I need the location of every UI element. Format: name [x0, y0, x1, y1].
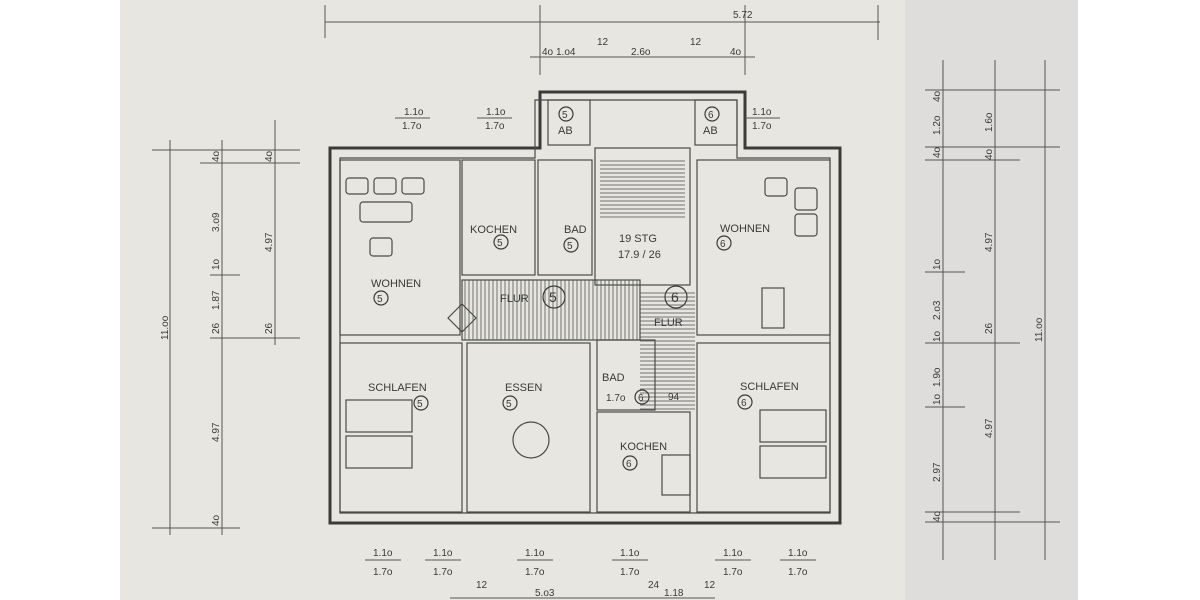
dim-label: 4o	[984, 148, 995, 160]
dim-label: 2.6o	[631, 47, 651, 58]
room-ab-5: AB	[558, 125, 573, 137]
dim-label: 1.7o	[433, 567, 453, 578]
unit-number: 5	[417, 399, 423, 410]
dim-label: 4o	[730, 47, 742, 58]
paper-fold	[905, 0, 1078, 600]
room-bad-5: BAD	[564, 224, 587, 236]
dim-label: 4o	[542, 47, 554, 58]
dim-label: 1.7o	[485, 121, 505, 132]
dim-label: 4.97	[984, 418, 995, 438]
dim-label: 1.1o	[433, 548, 453, 559]
unit-number: 6	[720, 239, 726, 250]
unit-number: 5	[567, 241, 573, 252]
dim-overall-top: 5.72	[733, 10, 753, 21]
building-walls	[328, 90, 842, 525]
room-essen-5: ESSEN	[505, 382, 542, 394]
dim-label: 2.o3	[932, 300, 943, 320]
dim-label: 12	[476, 580, 488, 591]
dim-label: 1.9o	[932, 367, 943, 387]
dim-label: 4o	[264, 150, 275, 162]
dim-label: 1.2o	[932, 115, 943, 135]
dim-label: 1.6o	[984, 112, 995, 132]
room-wohnen-5: WOHNEN	[371, 278, 421, 290]
dim-label: 1.7o	[620, 567, 640, 578]
unit-number: 6	[626, 459, 632, 470]
dim-label: 1.1o	[486, 107, 506, 118]
dim-label: 4.97	[984, 232, 995, 252]
dim-label: 1.1o	[373, 548, 393, 559]
dim-label: 26	[264, 322, 275, 334]
unit-number: 5	[497, 238, 503, 249]
dim-label: 1o	[211, 258, 222, 270]
right-dimensions: 4o 1.2o 4o 1o 2.o3 1o 1.9o 1o 2.97 4o 1.…	[925, 60, 1060, 560]
dim-label: 26	[984, 322, 995, 334]
dim-label: 1.1o	[525, 548, 545, 559]
dim-label: 26	[211, 322, 222, 334]
room-labels: WOHNEN 5 KOCHEN 5 BAD 5 5 AB 6 AB 19 STG…	[368, 106, 799, 471]
unit-number: 6	[671, 289, 679, 305]
dim-label: 1o	[932, 330, 943, 342]
dim-label: 24	[648, 580, 660, 591]
room-kochen-5: KOCHEN	[470, 224, 517, 236]
dim-label: 1o	[932, 258, 943, 270]
room-schlafen-6: SCHLAFEN	[740, 381, 799, 393]
dim-label: 12	[690, 37, 702, 48]
dim-label: 1.18	[664, 588, 684, 599]
dim-label: 2.97	[932, 462, 943, 482]
unit-number: 5	[549, 289, 557, 305]
unit-number: 5	[562, 110, 568, 121]
dim-label: 5.o3	[535, 588, 555, 599]
dim-label: 4.97	[264, 232, 275, 252]
room-ab-6: AB	[703, 125, 718, 137]
dim-label: 1.1o	[404, 107, 424, 118]
dim-label: 11.oo	[1034, 317, 1045, 342]
unit-number: 5	[377, 294, 383, 305]
unit-number: 6	[741, 398, 747, 409]
room-bad-6: BAD	[602, 372, 625, 384]
dim-label: 1.1o	[752, 107, 772, 118]
dim-label: 12	[597, 37, 609, 48]
dim-label: 1.87	[211, 290, 222, 310]
unit-number: 6	[638, 393, 644, 404]
stair-ratio: 17.9 / 26	[618, 249, 661, 261]
window-dims-top: 1.1o 1.7o 1.1o 1.7o 1.1o 1.7o	[395, 107, 780, 132]
dim-label: 1.7o	[723, 567, 743, 578]
dim-label: 4.97	[211, 422, 222, 442]
bottom-dimensions: 1.1o 1.7o 1.1o 1.7o 1.1o 1.7o 1.1o 1.7o 1.1o 1.7o…	[365, 548, 816, 599]
dim-label: 1.7o	[402, 121, 422, 132]
room-kochen-6: KOCHEN	[620, 441, 667, 453]
room-wohnen-6: WOHNEN	[720, 223, 770, 235]
dim-label: 1.o4	[556, 47, 576, 58]
dim-label: 1.7o	[373, 567, 393, 578]
dim-label: 4o	[932, 146, 943, 158]
door-width: 94	[668, 392, 680, 403]
dim-label: 4o	[932, 510, 943, 522]
dim-label: 4o	[211, 514, 222, 526]
bad-6-width: 1.7o	[606, 393, 626, 404]
dim-label: 11.oo	[160, 315, 171, 340]
dim-label: 3.o9	[211, 212, 222, 232]
unit-number: 6	[708, 110, 714, 121]
dim-label: 1.1o	[788, 548, 808, 559]
unit-number: 5	[506, 399, 512, 410]
dim-label: 1.1o	[723, 548, 743, 559]
dim-label: 1.7o	[752, 121, 772, 132]
dim-label: 1.7o	[525, 567, 545, 578]
dim-label: 4o	[932, 90, 943, 102]
dim-label: 1o	[932, 393, 943, 405]
room-flur-5: FLUR	[500, 293, 529, 305]
top-dimensions: 5.72 4o 1.o4 12 2.6o 12 4o 1.1o 1.7o 1.1o…	[324, 5, 880, 132]
stair-steps: 19 STG	[619, 233, 657, 245]
dim-label: 1.7o	[788, 567, 808, 578]
left-dimensions: 11.oo 4o 3.o9 1o 1.87 26 4.97 4o 4o 4.97…	[152, 120, 300, 535]
furniture	[345, 177, 827, 496]
room-flur-6: FLUR	[654, 317, 683, 329]
room-schlafen-5: SCHLAFEN	[368, 382, 427, 394]
dim-label: 1.1o	[620, 548, 640, 559]
dim-label: 12	[704, 580, 716, 591]
dim-label: 4o	[211, 150, 222, 162]
